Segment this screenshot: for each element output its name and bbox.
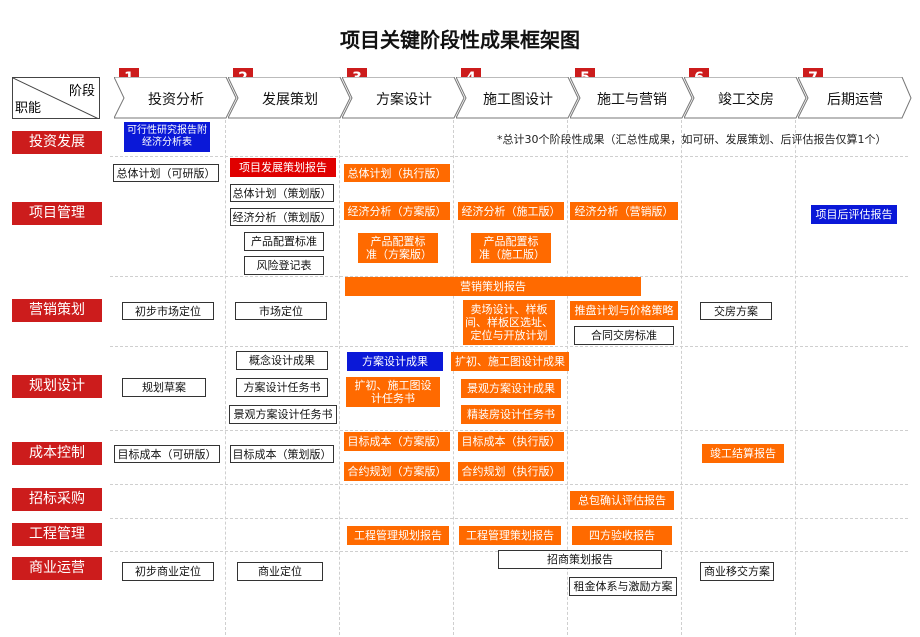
deliverable-box: 合约规划（执行版） (458, 462, 564, 481)
grid-line (110, 518, 908, 519)
deliverable-box: 卖场设计、样板间、样板区选址、定位与开放计划 (463, 300, 555, 345)
function-cost-control: 成本控制 (12, 442, 102, 465)
phase-label: 投资分析 (148, 92, 204, 108)
phase-label: 施工与营销 (597, 92, 667, 108)
grid-line (681, 120, 682, 635)
deliverable-box: 项目发展策划报告 (230, 158, 336, 177)
grid-line (110, 276, 908, 277)
phase-label: 竣工交房 (718, 92, 774, 108)
deliverable-box: 规划草案 (122, 378, 206, 397)
phase-1: 投资分析 (114, 77, 238, 119)
phase-6: 竣工交房 (684, 77, 808, 119)
deliverable-box: 商业定位 (237, 562, 323, 581)
grid-line (110, 346, 908, 347)
deliverable-box: 初步市场定位 (122, 302, 214, 320)
deliverable-box: 总包确认评估报告 (570, 491, 674, 510)
diagonal-line (13, 78, 98, 118)
corner-phase-label: 阶段 (68, 84, 95, 99)
deliverable-box: 合同交房标准 (574, 326, 674, 345)
deliverable-box: 精装房设计任务书 (461, 405, 561, 424)
deliverable-box: 推盘计划与价格策略 (570, 301, 678, 320)
deliverable-box: 总体计划（执行版） (344, 164, 450, 182)
deliverable-box: 方案设计任务书 (236, 378, 328, 397)
deliverable-box: 市场定位 (235, 302, 327, 320)
summary-note: *总计30个阶段性成果（汇总性成果，如可研、发展策划、后评估报告仅算1个） (497, 133, 887, 146)
phase-label: 方案设计 (376, 92, 432, 108)
deliverable-box: 项目后评估报告 (811, 205, 897, 224)
deliverable-box: 景观方案设计成果 (461, 379, 561, 398)
deliverable-box: 目标成本（执行版） (458, 432, 564, 451)
function-marketing: 营销策划 (12, 299, 102, 322)
deliverable-box: 景观方案设计任务书 (229, 405, 337, 424)
function-planning-design: 规划设计 (12, 375, 102, 398)
deliverable-box: 租金体系与激励方案 (569, 577, 677, 596)
page-title: 项目关键阶段性成果框架图 (340, 28, 580, 52)
deliverable-box: 方案设计成果 (347, 352, 443, 371)
phase-label: 后期运营 (827, 92, 883, 108)
deliverable-box: 目标成本（策划版） (230, 445, 334, 463)
deliverable-box: 概念设计成果 (236, 351, 328, 370)
deliverable-box: 总体计划（策划版） (230, 184, 334, 202)
deliverable-box: 产品配置标准（施工版） (471, 233, 551, 263)
grid-line (453, 120, 454, 635)
phase-label: 施工图设计 (483, 92, 553, 108)
phase-5: 施工与营销 (570, 77, 694, 119)
deliverable-box: 经济分析（方案版） (344, 202, 450, 220)
deliverable-box: 初步商业定位 (122, 562, 214, 581)
deliverable-box: 风险登记表 (244, 256, 324, 275)
grid-line (225, 120, 226, 635)
deliverable-box: 商业移交方案 (700, 562, 774, 581)
deliverable-box: 扩初、施工图设计成果 (451, 352, 569, 371)
deliverable-box: 招商策划报告 (498, 550, 662, 569)
function-engineering: 工程管理 (12, 523, 102, 546)
deliverable-box: 合约规划（方案版） (344, 462, 450, 481)
phase-7: 后期运营 (798, 77, 912, 119)
deliverable-box: 产品配置标准（方案版） (358, 233, 438, 263)
deliverable-box: 总体计划（可研版） (113, 164, 219, 182)
deliverable-box: 营销策划报告 (345, 277, 641, 296)
deliverable-box: 交房方案 (700, 302, 772, 320)
deliverable-box: 目标成本（方案版） (344, 432, 450, 451)
function-procurement: 招标采购 (12, 488, 102, 511)
grid-line (110, 484, 908, 485)
phase-4: 施工图设计 (456, 77, 580, 119)
function-investment: 投资发展 (12, 131, 102, 154)
phase-3: 方案设计 (342, 77, 466, 119)
header-corner: 阶段 职能 (12, 77, 100, 119)
grid-line (110, 430, 908, 431)
deliverable-box: 可行性研究报告附经济分析表 (124, 122, 210, 152)
deliverable-box: 经济分析（策划版） (230, 208, 334, 226)
phase-label: 发展策划 (262, 92, 318, 108)
deliverable-box: 经济分析（施工版） (458, 202, 564, 220)
grid-line (567, 120, 568, 635)
grid-line (795, 120, 796, 635)
deliverable-box: 工程管理策划报告 (459, 526, 561, 545)
phase-2: 发展策划 (228, 77, 352, 119)
grid-line (339, 120, 340, 635)
deliverable-box: 竣工结算报告 (702, 444, 784, 463)
deliverable-box: 经济分析（营销版） (570, 202, 678, 220)
deliverable-box: 四方验收报告 (572, 526, 672, 545)
deliverable-box: 工程管理规划报告 (347, 526, 449, 545)
deliverable-box: 产品配置标准 (244, 232, 324, 251)
function-project-management: 项目管理 (12, 202, 102, 225)
deliverable-box: 目标成本（可研版） (114, 445, 220, 463)
function-commercial: 商业运营 (12, 557, 102, 580)
grid-line (110, 156, 908, 157)
deliverable-box: 扩初、施工图设计任务书 (346, 377, 440, 407)
corner-function-label: 职能 (15, 101, 42, 116)
